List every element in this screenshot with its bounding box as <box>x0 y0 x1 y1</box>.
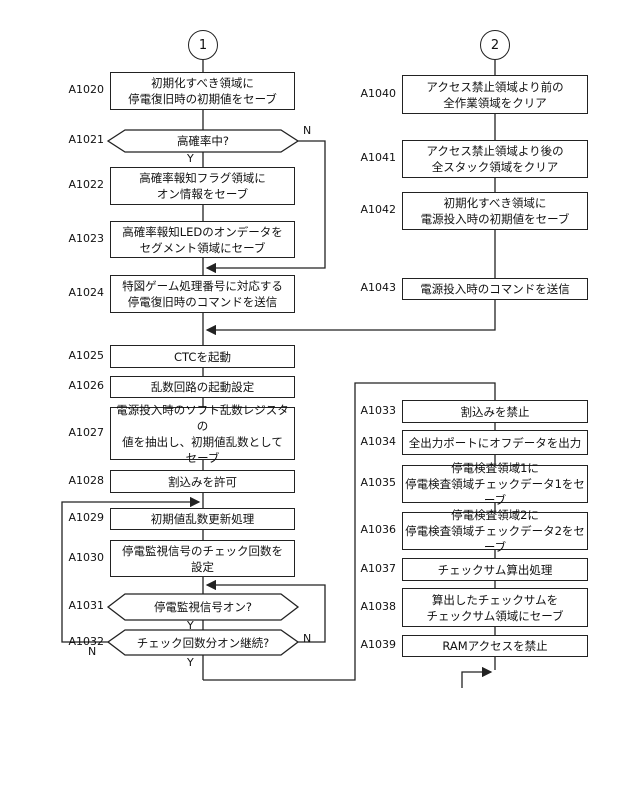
step-text-line: 初期化すべき領域に <box>444 195 547 211</box>
process-box-a1023: 高確率報知LEDのオンデータをセグメント領域にセーブ <box>110 221 295 258</box>
step-text-line: 全出力ポートにオフデータを出力 <box>409 435 582 451</box>
step-label-a1039: A1039 <box>344 638 396 651</box>
step-text-line: 停電復旧時の初期値をセーブ <box>128 91 277 107</box>
step-text-line: チェックサム算出処理 <box>438 562 553 578</box>
process-box-a1037: チェックサム算出処理 <box>402 558 588 581</box>
step-text-line: セーブ <box>186 450 220 466</box>
step-text-line: 特図ゲーム処理番号に対応する <box>122 278 283 294</box>
step-text-line: オン情報をセーブ <box>157 186 248 202</box>
step-text-line: 停電監視信号のチェック回数を <box>122 543 283 559</box>
step-text-line: 停電検査領域チェックデータ1をセーブ <box>403 476 587 508</box>
step-label-a1042: A1042 <box>344 203 396 216</box>
step-label-a1024: A1024 <box>52 286 104 299</box>
step-text-line: 割込みを許可 <box>168 474 237 490</box>
step-text-line: チェックサム領域にセーブ <box>426 608 563 624</box>
branch-no-a1021: N <box>303 124 311 137</box>
decision-a1031: 停電監視信号オン? <box>108 594 298 620</box>
step-label-a1033: A1033 <box>344 404 396 417</box>
branch-yes-a1032: Y <box>187 656 194 669</box>
step-label-a1036: A1036 <box>344 523 396 536</box>
process-box-a1040: アクセス禁止領域より前の全作業領域をクリア <box>402 75 588 114</box>
step-text-line: 値を抽出し、初期値乱数として <box>122 434 283 450</box>
step-text-line: チェック回数分オン継続? <box>137 635 270 651</box>
step-text-line: 乱数回路の起動設定 <box>151 379 255 395</box>
process-box-a1030: 停電監視信号のチェック回数を設定 <box>110 540 295 577</box>
step-label-a1028: A1028 <box>52 474 104 487</box>
process-box-a1026: 乱数回路の起動設定 <box>110 376 295 398</box>
step-text-line: 停電検査領域2に <box>451 507 539 523</box>
step-label-a1025: A1025 <box>52 349 104 362</box>
step-text-line: 初期化すべき領域に <box>151 75 254 91</box>
step-text-line: 初期値乱数更新処理 <box>151 511 255 527</box>
step-label-a1027: A1027 <box>52 426 104 439</box>
step-text-line: 割込みを禁止 <box>461 404 530 420</box>
process-box-a1035: 停電検査領域1に停電検査領域チェックデータ1をセーブ <box>402 465 588 503</box>
step-text-line: 算出したチェックサムを <box>432 592 558 608</box>
step-label-a1035: A1035 <box>344 476 396 489</box>
step-text-line: アクセス禁止領域より前の <box>426 79 563 95</box>
step-text-line: アクセス禁止領域より後の <box>426 143 563 159</box>
process-box-a1043: 電源投入時のコマンドを送信 <box>402 278 588 300</box>
step-text-line: RAMアクセスを禁止 <box>442 638 547 654</box>
step-text-line: 高確率報知フラグ領域に <box>139 170 266 186</box>
process-box-a1033: 割込みを禁止 <box>402 400 588 423</box>
decision-a1032: チェック回数分オン継続? <box>108 630 298 655</box>
step-label-a1022: A1022 <box>52 178 104 191</box>
step-text-line: 設定 <box>191 559 214 575</box>
process-box-a1038: 算出したチェックサムをチェックサム領域にセーブ <box>402 588 588 627</box>
flow-line-end-loop <box>462 672 491 688</box>
process-box-a1027: 電源投入時のソフト乱数レジスタの値を抽出し、初期値乱数としてセーブ <box>110 407 295 460</box>
step-label-a1040: A1040 <box>344 87 396 100</box>
process-box-a1042: 初期化すべき領域に電源投入時の初期値をセーブ <box>402 192 588 230</box>
step-label-a1029: A1029 <box>52 511 104 524</box>
step-label-a1021: A1021 <box>52 133 104 146</box>
step-text-line: セグメント領域にセーブ <box>140 240 266 256</box>
step-label-a1030: A1030 <box>52 551 104 564</box>
step-label-a1034: A1034 <box>344 435 396 448</box>
process-box-a1041: アクセス禁止領域より後の全スタック領域をクリア <box>402 140 588 178</box>
step-text-line: CTCを起動 <box>174 349 231 365</box>
step-label-a1020: A1020 <box>52 83 104 96</box>
step-text-line: 停電検査領域チェックデータ2をセーブ <box>403 523 587 555</box>
process-box-a1036: 停電検査領域2に停電検査領域チェックデータ2をセーブ <box>402 512 588 550</box>
step-text-line: 全作業領域をクリア <box>443 95 547 111</box>
connector-2: 2 <box>480 30 510 60</box>
step-text-line: 停電検査領域1に <box>451 460 539 476</box>
process-box-a1024: 特図ゲーム処理番号に対応する停電復旧時のコマンドを送信 <box>110 275 295 313</box>
process-box-a1025: CTCを起動 <box>110 345 295 368</box>
branch-no-a1032-right: N <box>303 632 311 645</box>
step-label-a1023: A1023 <box>52 232 104 245</box>
step-label-a1037: A1037 <box>344 562 396 575</box>
step-text-line: 電源投入時の初期値をセーブ <box>421 211 570 227</box>
step-text-line: 電源投入時のソフト乱数レジスタの <box>111 402 294 434</box>
process-box-a1028: 割込みを許可 <box>110 470 295 493</box>
connector-1: 1 <box>188 30 218 60</box>
process-box-a1020: 初期化すべき領域に停電復旧時の初期値をセーブ <box>110 72 295 110</box>
step-label-a1026: A1026 <box>52 379 104 392</box>
step-text-line: 全スタック領域をクリア <box>432 159 559 175</box>
decision-a1021: 高確率中? <box>108 130 298 152</box>
process-box-a1022: 高確率報知フラグ領域にオン情報をセーブ <box>110 167 295 205</box>
step-text-line: 電源投入時のコマンドを送信 <box>420 281 570 297</box>
step-text-line: 停電監視信号オン? <box>154 599 252 615</box>
process-box-a1034: 全出力ポートにオフデータを出力 <box>402 430 588 455</box>
step-text-line: 高確率中? <box>177 133 229 149</box>
branch-yes-a1021: Y <box>187 152 194 165</box>
step-label-a1038: A1038 <box>344 600 396 613</box>
step-label-a1032: A1032 <box>52 635 104 648</box>
process-box-a1029: 初期値乱数更新処理 <box>110 508 295 530</box>
step-label-a1031: A1031 <box>52 599 104 612</box>
step-text-line: 停電復旧時のコマンドを送信 <box>128 294 278 310</box>
step-label-a1043: A1043 <box>344 281 396 294</box>
step-text-line: 高確率報知LEDのオンデータを <box>122 224 283 240</box>
process-box-a1039: RAMアクセスを禁止 <box>402 635 588 657</box>
step-label-a1041: A1041 <box>344 151 396 164</box>
